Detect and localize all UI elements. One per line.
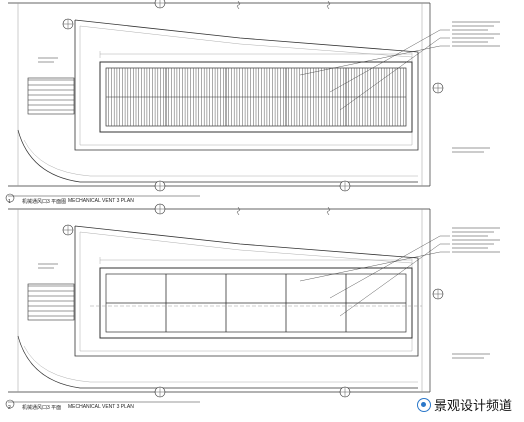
plan-2-title-cn: 机械通风口3 平面: [22, 405, 62, 411]
grid-bubble-cross: [340, 181, 350, 191]
watermark: 景观设计频道: [414, 395, 514, 414]
grid-bubble-cross: [433, 83, 443, 93]
leader-line: [329, 29, 441, 93]
planting-edge-inner: [23, 345, 418, 383]
break-mark: [326, 206, 331, 216]
site-wall: [74, 19, 419, 151]
plan-1: [5, 0, 500, 203]
grid-bubble-cross: [155, 181, 165, 191]
grid-bubble-cross: [63, 19, 73, 29]
leader-line: [299, 45, 441, 76]
site-wall: [74, 225, 419, 357]
plan-2-number: 2: [8, 405, 11, 411]
watermark-text: 景观设计频道: [433, 399, 512, 414]
planting-edge: [17, 129, 418, 183]
grid-bubble-cross: [155, 204, 165, 214]
planting-edge: [17, 335, 418, 389]
title-bubble: [5, 399, 15, 409]
site-wall-inner: [79, 231, 413, 352]
leader-line: [299, 251, 441, 282]
title-bubble: [5, 193, 15, 203]
vent-enclosure: [99, 61, 413, 133]
stair-block: [27, 283, 75, 321]
plan-1-title-en: MECHANICAL VENT 3 PLAN: [68, 198, 134, 204]
grid-bubble-cross: [433, 289, 443, 299]
grid-bubble-cross: [340, 387, 350, 397]
planting-edge-inner: [23, 139, 418, 177]
leader-line: [329, 235, 441, 299]
plan-1-number: 1: [8, 199, 11, 205]
vent-enclosure: [99, 267, 413, 339]
break-mark: [236, 0, 241, 10]
stair-block: [27, 77, 75, 115]
grid-bubble-cross: [155, 387, 165, 397]
break-mark: [326, 0, 331, 10]
plan-2-title-en: MECHANICAL VENT 3 PLAN: [68, 404, 134, 410]
wechat-icon: [416, 397, 431, 412]
plan-2: [5, 203, 500, 409]
grid-bubble-cross: [63, 225, 73, 235]
leader-line: [339, 243, 441, 317]
grid-bubble-cross: [155, 0, 165, 8]
plan-1-title-cn: 机械通风口3 平面图: [22, 199, 67, 205]
leader-line: [339, 37, 441, 111]
break-mark: [236, 206, 241, 216]
